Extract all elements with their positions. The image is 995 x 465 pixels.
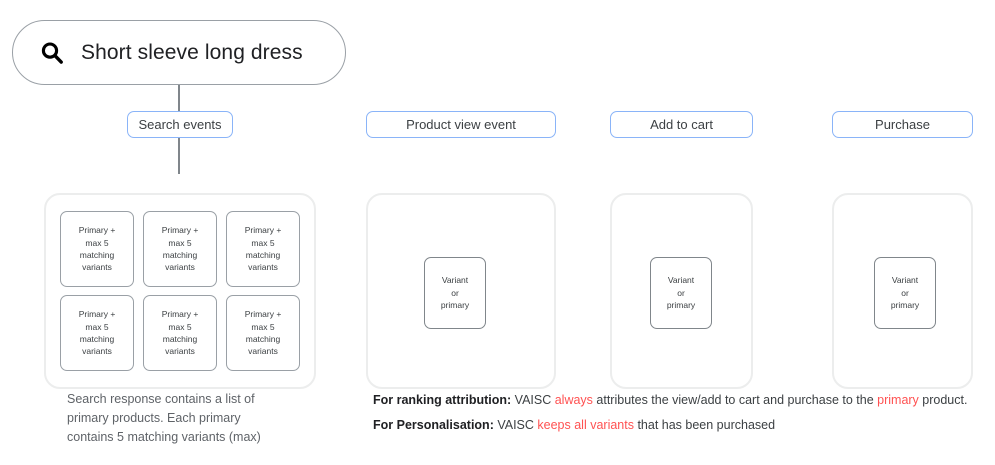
primary-card-line2: max 5 [168,237,192,248]
primary-card-line2: max 5 [251,321,275,332]
primary-card-line4: variants [165,262,195,273]
variant-card[interactable]: Variant or primary [874,257,936,329]
primary-card-line3: matching [79,334,115,344]
primary-card-line3: matching [162,334,198,344]
caption-ranking-part3: product. [918,393,968,407]
primary-card-line2: max 5 [168,321,192,332]
column-add-to-cart: Add to cart Variant or primary [610,111,753,389]
caption-ranking-attribution: For ranking attribution: VAISC always at… [373,391,985,410]
variant-card-line2: or [901,287,909,298]
variant-card-line1: Variant [667,274,695,285]
caption-attribution-notes: For ranking attribution: VAISC always at… [373,391,985,436]
caption-left-line2: primary products. Each primary [67,410,241,425]
primary-card-line1: Primary + [161,309,199,320]
primary-card[interactable]: Primary + max 5 matching variants [143,211,217,287]
primary-card[interactable]: Primary + max 5 matching variants [226,295,300,371]
stage-label-product-view-event[interactable]: Product view event [366,111,556,138]
panel-product-view-event: Variant or primary [366,193,556,389]
primary-card-line1: Primary + [161,225,199,236]
variant-card[interactable]: Variant or primary [650,257,712,329]
primary-card-line2: max 5 [85,237,109,248]
primary-card-line2: max 5 [85,321,109,332]
variant-card-line2: or [451,287,459,298]
primary-card-line4: variants [248,262,278,273]
search-query-text: Short sleeve long dress [81,40,303,64]
variant-card-line3: primary [440,300,470,311]
primary-card-line3: matching [79,250,115,260]
variant-card-line2: or [677,287,685,298]
caption-personalisation-highlight-variants: keeps all variants [537,418,634,433]
caption-ranking-highlight-primary: primary [877,393,919,407]
caption-personalisation-part2: that has been purchased [633,418,776,433]
primary-card-line3: matching [245,334,281,344]
column-purchase: Purchase Variant or primary [832,111,973,389]
stage-label-add-to-cart[interactable]: Add to cart [610,111,753,138]
panel-search-events: Primary + max 5 matching variants Primar… [44,193,316,389]
variant-card[interactable]: Variant or primary [424,257,486,329]
column-search-events: Search events Primary + max 5 matching v… [44,111,316,389]
primary-card-line2: max 5 [251,237,275,248]
primary-card[interactable]: Primary + max 5 matching variants [143,295,217,371]
primary-card[interactable]: Primary + max 5 matching variants [60,295,134,371]
primary-card[interactable]: Primary + max 5 matching variants [60,211,134,287]
variant-card-line3: primary [666,300,696,311]
search-icon [39,40,65,66]
caption-left-line3: contains 5 matching variants (max) [67,429,261,444]
primary-card-line1: Primary + [78,225,116,236]
caption-ranking-highlight-always: always [554,393,593,407]
primary-card[interactable]: Primary + max 5 matching variants [226,211,300,287]
caption-left-line1: Search response contains a list of [67,392,255,406]
primary-card-line3: matching [162,250,198,260]
primary-card-line4: variants [248,346,278,357]
column-product-view-event: Product view event Variant or primary [366,111,556,389]
primary-card-line4: variants [82,346,112,357]
panel-purchase: Variant or primary [832,193,973,389]
primary-card-line3: matching [245,250,281,260]
primary-card-line1: Primary + [244,225,282,236]
primary-card-line4: variants [165,346,195,357]
search-bar[interactable]: Short sleeve long dress [12,20,346,85]
stage-label-purchase[interactable]: Purchase [832,111,973,138]
caption-personalisation-lead: For Personalisation: [373,418,494,433]
primary-card-line4: variants [82,262,112,273]
primary-card-grid: Primary + max 5 matching variants Primar… [60,211,300,371]
caption-personalisation: For Personalisation: VAISC keeps all var… [373,416,985,435]
caption-ranking-part1: VAISC [511,393,555,407]
caption-ranking-lead: For ranking attribution: [373,393,512,407]
panel-add-to-cart: Variant or primary [610,193,753,389]
stage-label-search-events[interactable]: Search events [127,111,233,138]
variant-card-line3: primary [890,300,920,311]
variant-card-line1: Variant [441,274,469,285]
variant-card-line1: Variant [891,274,919,285]
caption-search-response: Search response contains a list of prima… [67,390,357,446]
caption-ranking-part2: attributes the view/add to cart and purc… [592,393,878,407]
primary-card-line1: Primary + [78,309,116,320]
caption-personalisation-part1: VAISC [493,418,538,433]
primary-card-line1: Primary + [244,309,282,320]
